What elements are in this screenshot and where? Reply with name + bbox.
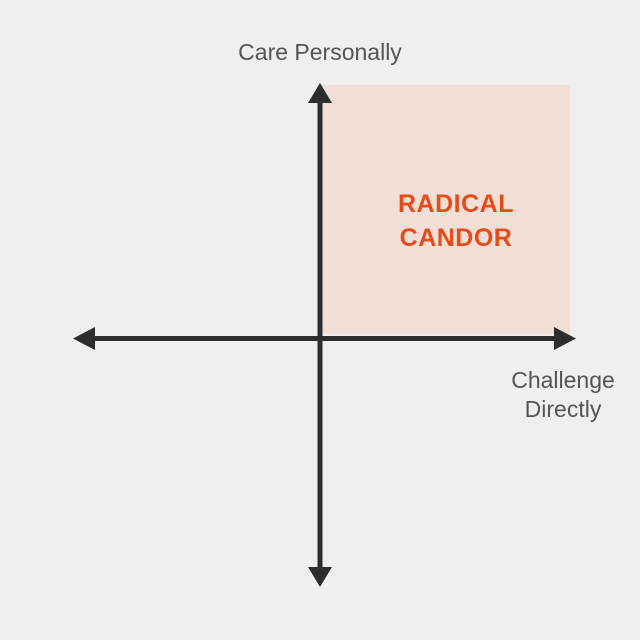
x-axis-label: Challenge Directly: [511, 366, 615, 424]
left-arrowhead-icon: [73, 327, 95, 350]
quadrant-label-line2: CANDOR: [399, 224, 513, 252]
x-axis-label-line1: Challenge: [511, 367, 615, 393]
y-axis-label: Care Personally: [238, 39, 402, 65]
x-axis-label-line2: Directly: [524, 396, 602, 422]
quadrant-label: RADICAL CANDOR: [398, 187, 514, 255]
quadrant-label-line1: RADICAL: [398, 190, 514, 218]
right-arrowhead-icon: [554, 327, 576, 350]
down-arrowhead-icon: [308, 567, 332, 587]
up-arrowhead-icon: [308, 83, 332, 103]
radical-candor-quadrant: [322, 85, 570, 334]
